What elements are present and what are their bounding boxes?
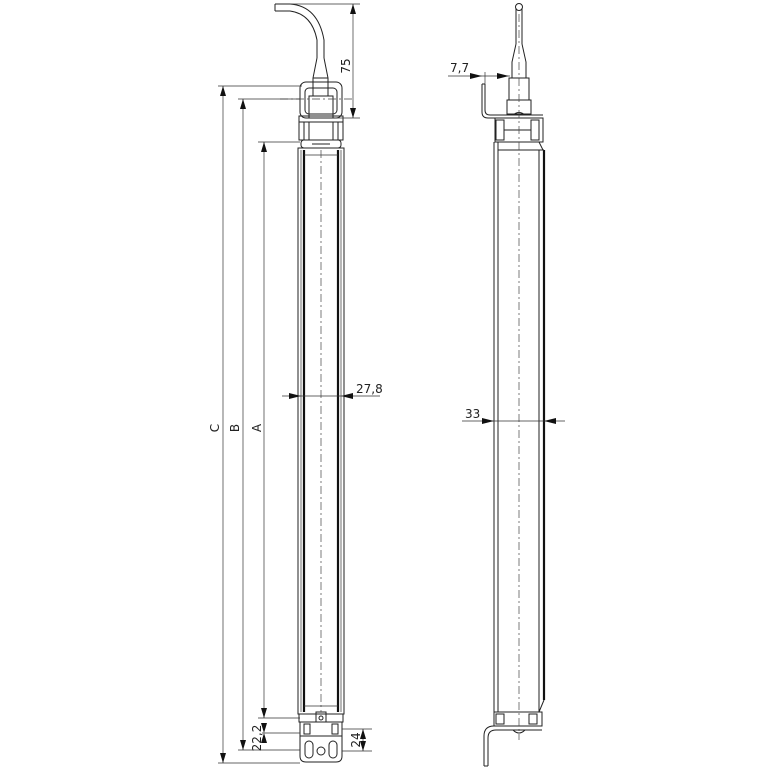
dim-27-8: 27,8 bbox=[356, 382, 383, 396]
dim-24: 24 bbox=[349, 732, 363, 747]
front-view bbox=[274, 3, 355, 763]
dim-75: 75 bbox=[339, 58, 353, 73]
side-view bbox=[481, 3, 546, 767]
dim-33: 33 bbox=[465, 407, 480, 421]
side-view-dimensions: 7,7 33 bbox=[448, 61, 565, 424]
dim-b: B bbox=[228, 424, 242, 432]
dim-7-7: 7,7 bbox=[450, 61, 469, 75]
front-view-dimensions: 75 C B A 27,8 22,2 bbox=[208, 3, 383, 764]
dim-c: C bbox=[208, 424, 222, 432]
dim-22-2: 22,2 bbox=[250, 725, 264, 752]
dim-a: A bbox=[250, 423, 264, 432]
